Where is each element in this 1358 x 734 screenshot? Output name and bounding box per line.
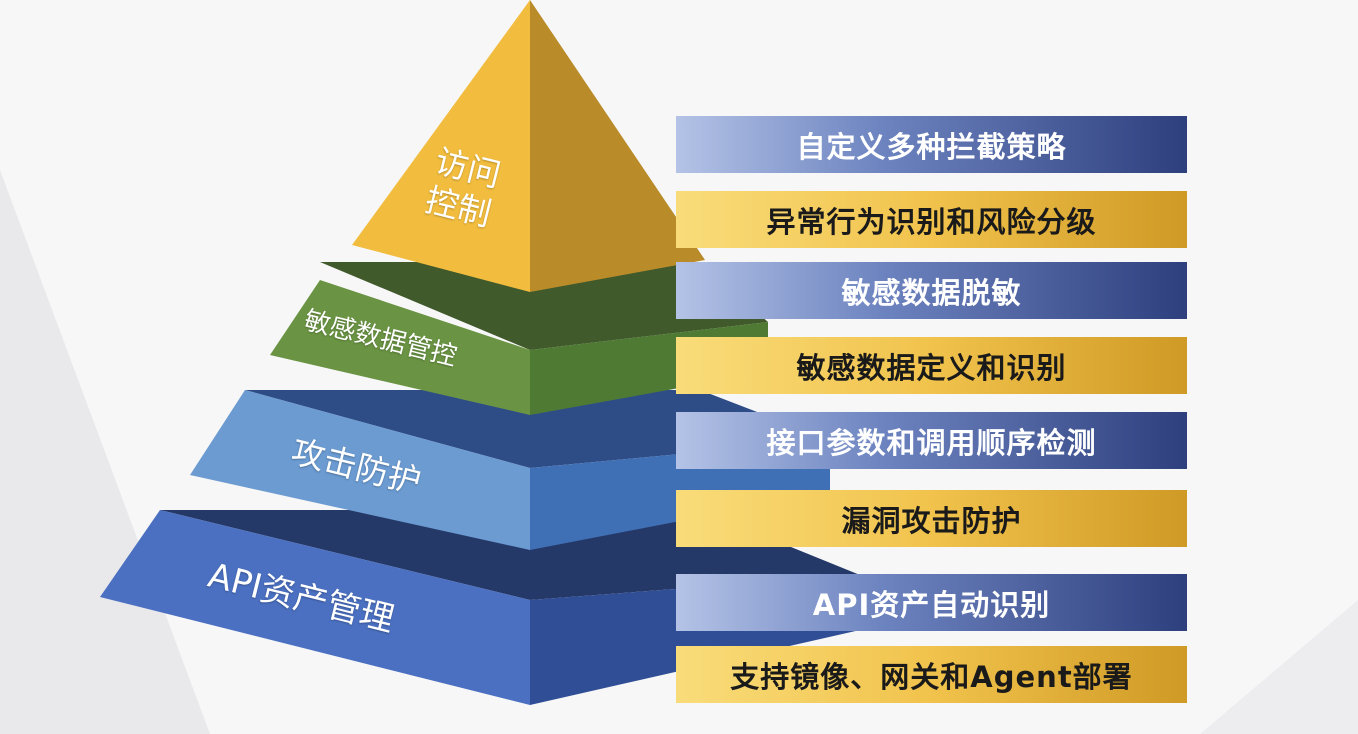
access-front-face [352, 0, 530, 292]
feature-bar-anomaly-detection: 异常行为识别和风险分级 [676, 191, 1187, 248]
feature-bar-deployment: 支持镜像、网关和Agent部署 [676, 646, 1187, 703]
access-right-face [530, 0, 705, 292]
attack-front-face [190, 390, 530, 550]
sensitive-front-face [270, 280, 530, 415]
api-asset-front-face [100, 510, 530, 705]
feature-bar-data-definition: 敏感数据定义和识别 [676, 337, 1187, 394]
feature-bar-asset-discovery: API资产自动识别 [676, 574, 1187, 631]
sensitive-back [320, 262, 768, 350]
feature-bar-param-order-check: 接口参数和调用顺序检测 [676, 412, 1187, 469]
feature-bar-vuln-protection: 漏洞攻击防护 [676, 490, 1187, 547]
feature-bar-intercept-policy: 自定义多种拦截策略 [676, 116, 1187, 173]
feature-bar-data-masking: 敏感数据脱敏 [676, 262, 1187, 319]
pyramid-layer-access [352, 0, 705, 292]
